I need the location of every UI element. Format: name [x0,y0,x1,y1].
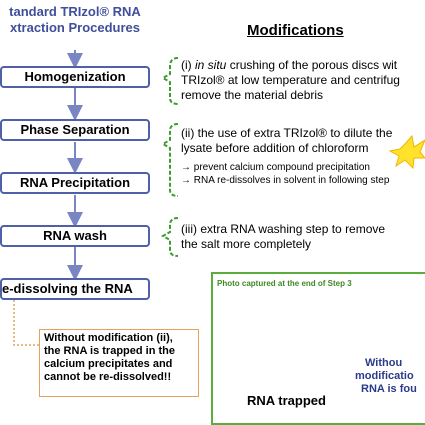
without-line1: Withou [365,357,403,369]
modification-2-bullet1: → prevent calcium compound precipitation [181,162,370,173]
step-homogenization: Homogenization [0,66,150,88]
modification-1-line1: (i) in situ crushing of the porous discs… [181,58,398,72]
modification-2-line2: lysate before addition of chloroform [181,141,369,155]
bracket-2 [160,123,179,197]
procedure-title: tandard TRIzol® RNA xtraction Procedures [0,4,150,36]
without-line2: modificatio [355,370,414,382]
procedure-title-line1: tandard TRIzol® RNA [9,4,141,19]
modification-3: (iii) extra RNA washing step to remove t… [181,222,425,252]
warning-line2: the RNA is trapped in the [44,345,175,357]
modification-2: (ii) the use of extra TRIzol® to dilute … [181,126,425,187]
step-phase-separation: Phase Separation [0,119,150,141]
modification-2-bullet2: → RNA re-dissolves in solvent in followi… [181,175,390,186]
procedure-title-line2: xtraction Procedures [9,20,141,35]
step-redissolving: e-dissolving the RNA [0,278,150,300]
without-line3: RNA is fou [361,383,417,395]
modifications-title: Modifications [247,22,344,39]
step-rna-precipitation: RNA Precipitation [0,172,150,194]
photo-panel [211,272,425,425]
modification-2-line1: (ii) the use of extra TRIzol® to dilute … [181,126,393,140]
modification-1: (i) in situ crushing of the porous discs… [181,58,425,103]
modification-3-line2: the salt more completely [181,237,312,251]
trapped-warning-note: Without modification (ii), the RNA is tr… [39,329,199,397]
bracket-1 [160,57,179,105]
warning-line3: calcium precipitates and [44,358,173,370]
warning-line1: Without modification (ii), [44,332,173,344]
note-connector [13,300,39,346]
warning-line4: cannot be re-dissolved!! [44,371,172,383]
modification-3-line1: (iii) extra RNA washing step to remove [181,222,386,236]
bracket-3 [160,217,179,257]
rna-trapped-label: RNA trapped [247,393,326,408]
photo-caption: Photo captured at the end of Step 3 [217,279,352,288]
step-rna-wash: RNA wash [0,225,150,247]
burst-icon [388,134,425,170]
modification-1-line2: TRIzol® at low temperature and centrifug [181,73,400,87]
without-modification-label: Withou modificatio RNA is fou [355,357,425,396]
modification-1-line3: remove the material debris [181,88,324,102]
